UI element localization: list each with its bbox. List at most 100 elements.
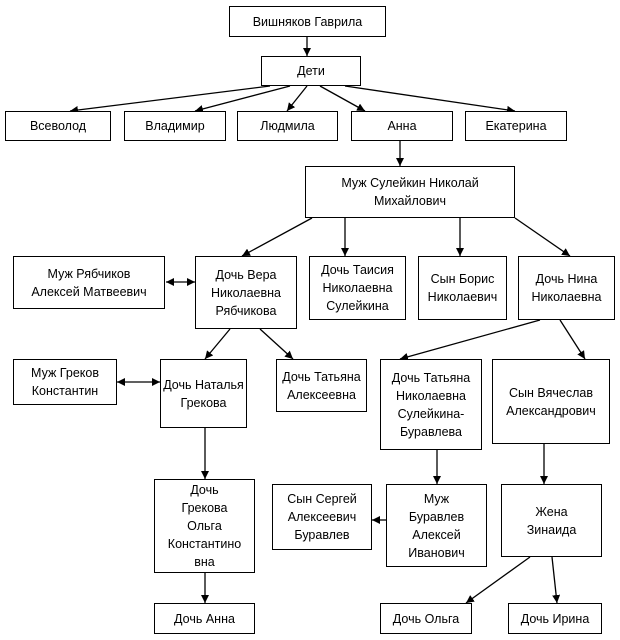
node-text-line: Ольга — [187, 519, 222, 533]
node-text-line: Буравлев — [408, 509, 465, 524]
node-text-line: Буравлева — [400, 424, 462, 439]
node-text-line: Всеволод — [29, 119, 87, 133]
node-text-line: Зинаида — [526, 522, 577, 537]
node-text-line: Дочь Татьяна — [282, 369, 361, 384]
node-text-line: Алексеевич — [287, 510, 357, 524]
node-text-line: Дочь Ольга — [392, 611, 460, 626]
node-text: Дочь Ольга — [393, 610, 459, 628]
node-text-line: Грекова — [180, 395, 227, 410]
node-text-line: Муж Греков — [31, 366, 99, 380]
node-anna: Анна — [351, 111, 453, 141]
node-text-line: Анна — [387, 119, 417, 133]
edge-husband-nina — [514, 217, 571, 257]
node-text-line: Сулейкина- — [397, 406, 465, 421]
node-text-line: Дочь Анна — [174, 611, 235, 626]
node-text-line: Николаевна — [531, 290, 602, 304]
node-text-line: Константино — [167, 537, 242, 551]
node-text-line: Владимир — [145, 119, 205, 133]
node-children: Дети — [261, 56, 361, 86]
node-vsevolod: Всеволод — [5, 111, 111, 141]
node-text-line: Буравлев — [294, 528, 350, 542]
node-daughter-anna: Дочь Анна — [154, 603, 255, 634]
node-text-line: Дочь Наталья — [163, 377, 244, 392]
node-text-line: Николаевич — [427, 290, 498, 304]
node-text-line: Муж Рябчиков — [47, 266, 131, 281]
node-text-line: Дочь Нина — [535, 272, 598, 286]
edge-nina-tatyana-suleikina — [399, 319, 541, 361]
edge-zinaida-irina — [551, 556, 561, 604]
node-text-line: Грекова — [181, 501, 228, 515]
node-text: Дети — [297, 62, 325, 80]
node-text-line: Рябчикова — [215, 303, 277, 318]
node-text-line: Людмила — [260, 119, 315, 133]
edge-children-anna — [319, 85, 366, 112]
node-text: Дочь Ирина — [521, 610, 590, 628]
node-text-line: Николаевна — [322, 281, 393, 295]
edge-nina-vyacheslav — [559, 319, 586, 360]
node-text-line: Дети — [297, 64, 325, 78]
node-text: Всеволод — [30, 117, 86, 135]
node-text-line: Сын Борис — [430, 272, 495, 286]
node-root: Вишняков Гаврила — [229, 6, 386, 37]
node-text-line: Николаевна — [396, 388, 466, 403]
node-text-line: Иванович — [408, 545, 465, 560]
node-text-line: Александрович — [506, 403, 596, 418]
edge-husband-vera — [241, 217, 313, 257]
node-text-line: Сулейкина — [326, 299, 389, 313]
node-text: Людмила — [260, 117, 314, 135]
node-text-line: Сын Вячеслав — [509, 385, 593, 400]
node-text-line: Николаевна — [211, 285, 281, 300]
edge-children-ekaterina — [344, 85, 516, 114]
node-text: Вишняков Гаврила — [253, 13, 363, 31]
edge-vera-natalya — [204, 328, 231, 360]
node-text-line: Алексей — [412, 527, 461, 542]
node-text-line: Михайлович — [374, 194, 446, 208]
node-text-line: Муж Сулейкин Николай — [341, 176, 479, 190]
node-text-line: Жена — [535, 504, 568, 519]
node-text-line: Алексеевна — [287, 387, 356, 402]
edge-vera-tatyana-alekseevna — [259, 328, 294, 360]
node-lyudmila: Людмила — [237, 111, 338, 141]
node-text-line: Дочь Ирина — [520, 611, 590, 626]
edge-children-lyudmila — [286, 85, 308, 112]
edge-children-vladimir — [194, 85, 291, 113]
node-text-line: Алексей Матвеевич — [31, 284, 147, 299]
node-text: Дочь Анна — [174, 610, 235, 628]
node-text-line: Екатерина — [485, 119, 547, 133]
node-text-line: Константин — [31, 384, 99, 398]
node-text-line: Муж — [423, 491, 450, 506]
edge-zinaida-olga — [465, 556, 531, 604]
node-text: Екатерина — [485, 117, 546, 135]
node-text: Анна — [387, 117, 416, 135]
node-text-line: Сын Сергей — [287, 492, 357, 506]
node-text-line: вна — [194, 555, 215, 569]
node-text: Владимир — [145, 117, 204, 135]
node-daughter-irina: Дочь Ирина — [508, 603, 602, 634]
